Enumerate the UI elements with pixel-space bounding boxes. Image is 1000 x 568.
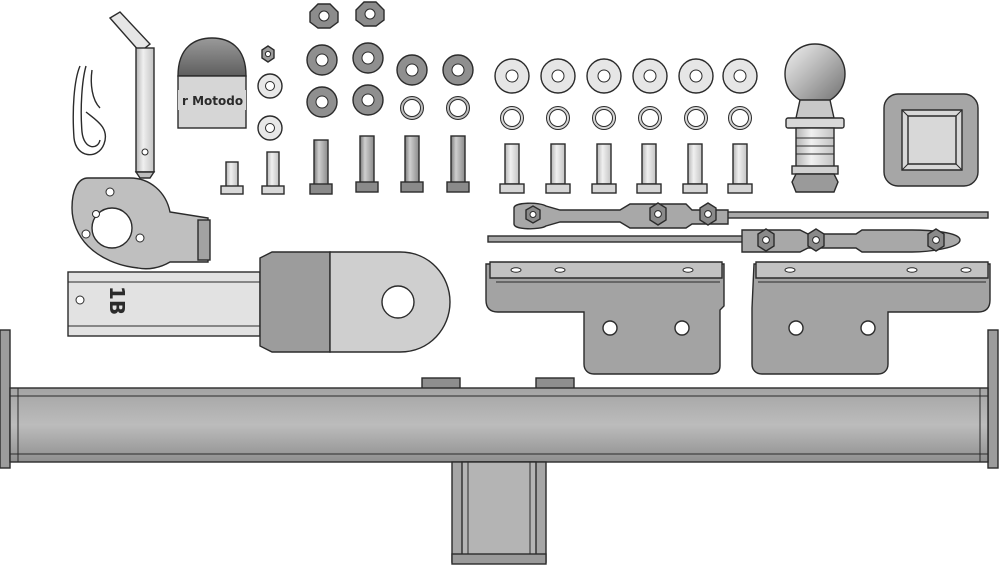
spring-washers-fill (401, 97, 751, 129)
spring-washers (400, 96, 752, 130)
mounting-rod-lower (487, 228, 961, 253)
small-nut-icon (261, 45, 275, 63)
hex-nut-icon (309, 1, 385, 29)
bent-pin-icon (108, 11, 156, 179)
side-bracket-left (485, 261, 725, 375)
flat-washers (494, 58, 758, 94)
side-bracket-right (751, 261, 991, 375)
socket-bracket-icon (71, 177, 211, 270)
washer-icon (257, 73, 283, 141)
drawbar-tongue: 1B (67, 251, 451, 353)
main-crossbeam (0, 329, 999, 565)
tow-ball-icon (784, 43, 846, 193)
ball-cover-brand: r Motodo (182, 94, 243, 108)
tongue-marking: 1B (105, 286, 129, 315)
mounting-rod-upper (513, 202, 989, 230)
bolts (220, 135, 753, 195)
ball-cover-icon: r Motodo (177, 37, 247, 129)
dark-washers (306, 42, 474, 118)
r-clip-icon (72, 65, 107, 156)
socket-cover-icon (883, 93, 979, 187)
